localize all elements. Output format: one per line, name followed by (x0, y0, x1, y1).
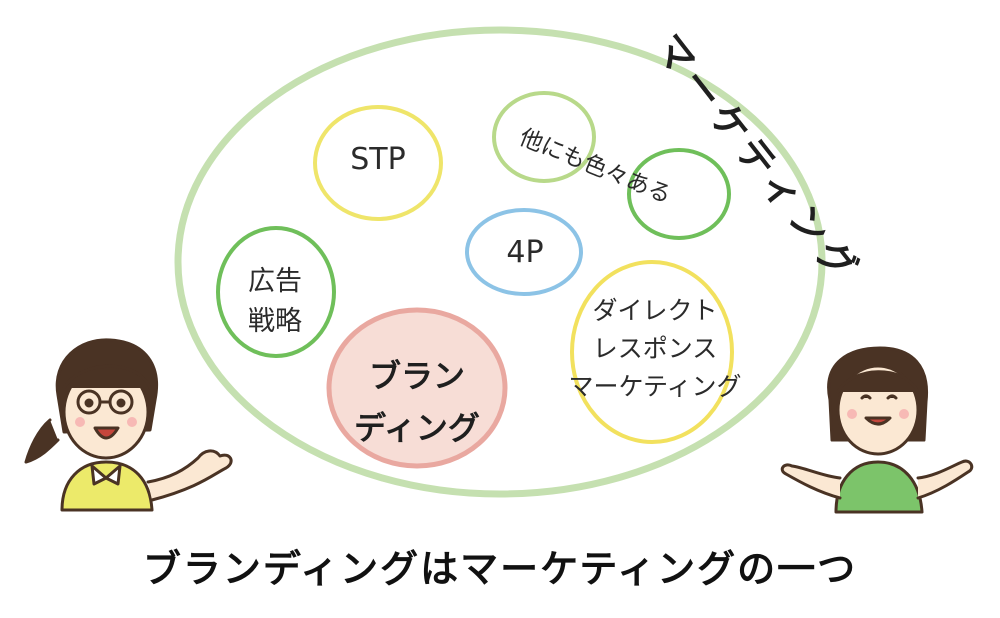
caption: ブランディングはマーケティングの一つ (142, 547, 858, 591)
right-character (780, 346, 974, 514)
direct-response-label: ダイレクト レスポンス マーケティング (550, 292, 760, 406)
stp-circle (313, 105, 443, 221)
direct-response-line-3: マーケティング (568, 372, 742, 401)
ad-strategy-label: 広告 戦略 (232, 262, 318, 342)
other-circle-2 (627, 148, 731, 240)
branding-label: ブラン ディング (328, 350, 506, 454)
branding-line-2: ディング (354, 409, 480, 447)
ad-strategy-line-1: 広告 (248, 266, 302, 297)
4p-label: 4P (506, 235, 544, 270)
branding-circle (326, 307, 508, 469)
branding-line-1: ブラン (368, 357, 465, 395)
stp-label: STP (350, 142, 406, 177)
ad-strategy-circle (216, 226, 336, 358)
marketing-outer-circle (174, 26, 826, 498)
direct-response-line-1: ダイレクト (592, 296, 718, 325)
4p-circle (465, 208, 583, 296)
left-character (24, 338, 233, 512)
direct-response-line-2: レスポンス (592, 334, 718, 363)
other-circle-1 (492, 91, 596, 183)
ad-strategy-line-2: 戦略 (248, 306, 302, 337)
direct-response-circle (570, 260, 734, 444)
